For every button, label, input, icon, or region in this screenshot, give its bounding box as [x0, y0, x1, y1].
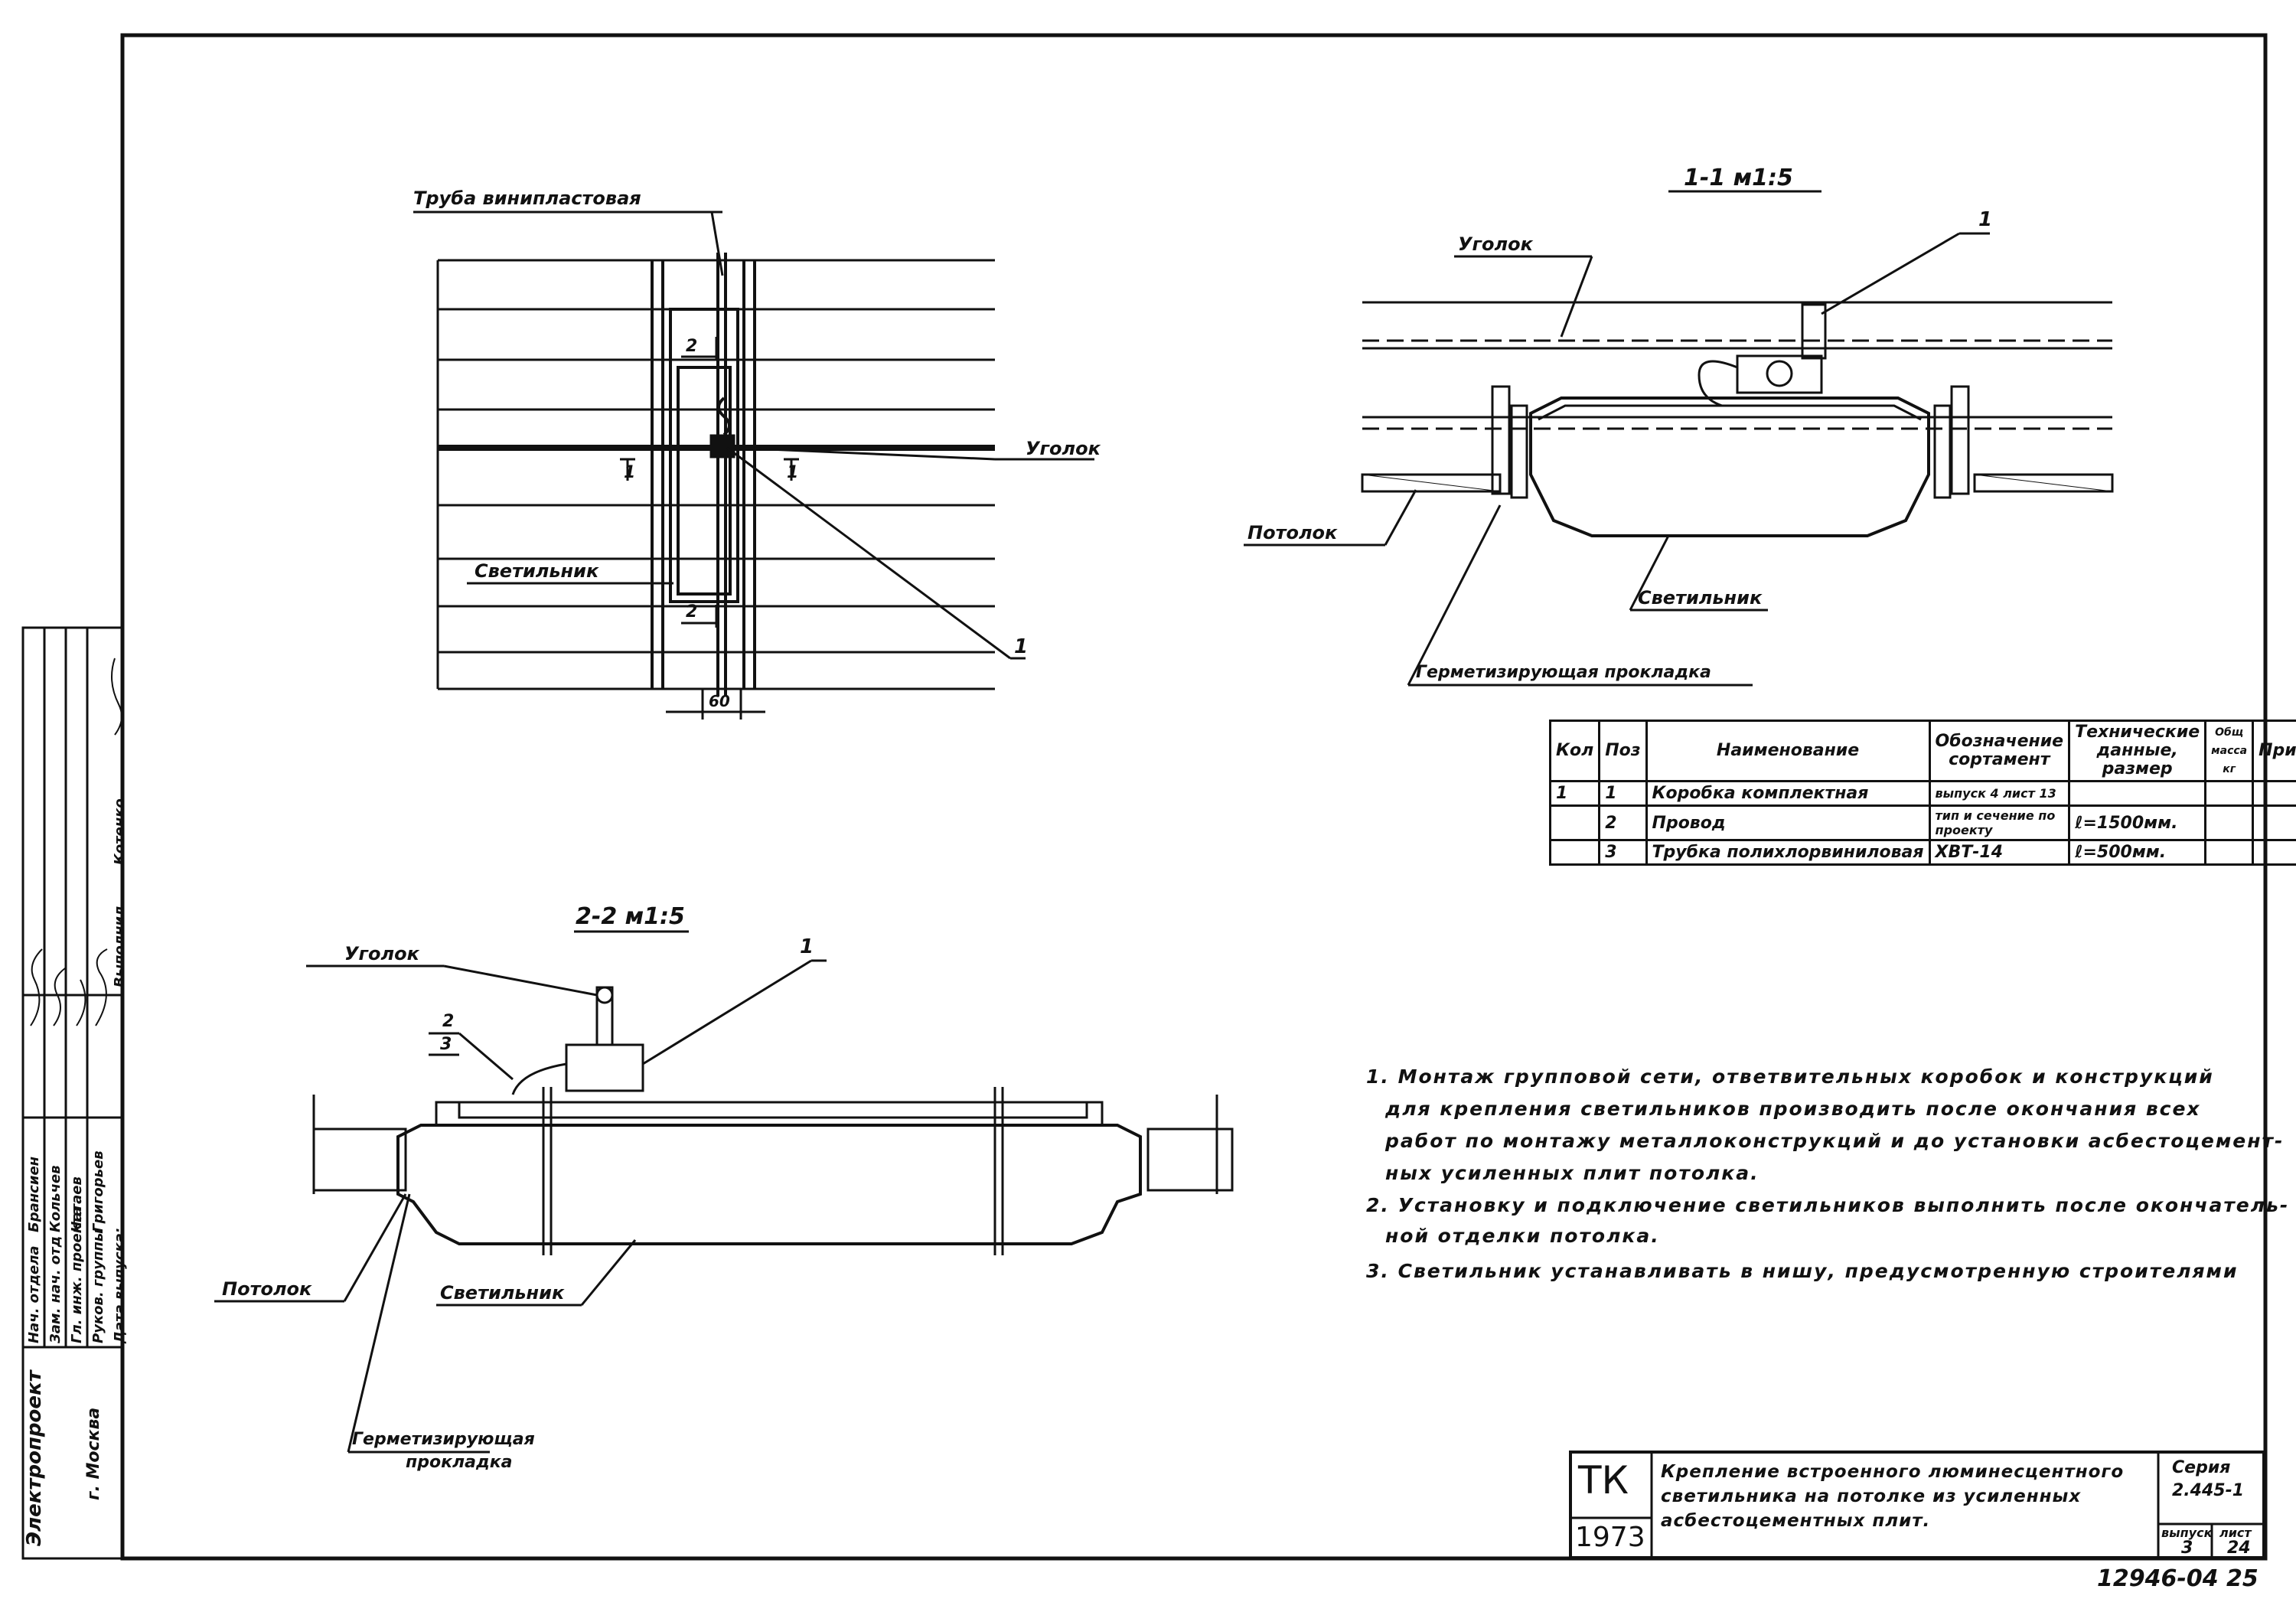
title-code-top: ТК	[1578, 1458, 1629, 1503]
sheet-label: лист	[2219, 1526, 2252, 1540]
note-1-line-1: 1. Монтаж групповой сети, ответвительных…	[1366, 1065, 2214, 1088]
spec-cell-tech	[2068, 780, 2207, 807]
spec-header-mass: Общ масса кг	[2204, 720, 2255, 782]
plan-dimension: 60	[709, 692, 730, 710]
series-value: 2.445-1	[2172, 1481, 2245, 1500]
title-line-2: светильника на потолке из усиленных	[1661, 1486, 2082, 1506]
title-line-3: асбестоцементных плит.	[1661, 1511, 1931, 1531]
spec-header-qty: Кол	[1548, 720, 1601, 782]
section-1-1-lamp-label: Светильник	[1638, 587, 1763, 609]
spec-header-pos: Поз	[1598, 720, 1648, 782]
title-code-year: 1973	[1575, 1522, 1645, 1553]
spec-cell-pos: 1	[1598, 780, 1648, 807]
title-line-1: Крепление встроенного люминесцентного	[1661, 1462, 2125, 1482]
plan-section-mark-2-bottom: 2	[686, 602, 698, 622]
plan-callout-1: 1	[1014, 635, 1029, 658]
note-1-line-4: ных усиленных плит потолка.	[1385, 1162, 1760, 1184]
spec-header-row: Кол Поз Наименование Обозначение сортаме…	[1548, 720, 2296, 782]
left-stamp: Электропроект г. Москва Нач. отдела Зам.…	[23, 628, 128, 1558]
title-block-frame	[1569, 1451, 2265, 1559]
section-2-2-angle-label: Уголок	[344, 943, 419, 964]
spec-cell-tech: ℓ=1500мм.	[2068, 804, 2207, 841]
note-2-line-2: ной отделки потолка.	[1385, 1225, 1660, 1247]
spec-cell-qty: 1	[1548, 780, 1601, 807]
spec-cell-note	[2252, 780, 2296, 807]
plan-pipe-label: Труба винипластовая	[413, 188, 641, 209]
table-row: 3 Трубка полихлорвиниловая ХВТ-14 ℓ=500м…	[1548, 839, 2296, 866]
plan-lamp-label: Светильник	[475, 560, 599, 582]
plan-section-mark-1-left: 1	[624, 463, 636, 482]
stamp-signatures	[30, 658, 122, 1026]
section-2-2-title: 2-2 м1:5	[576, 903, 685, 930]
spec-header-tech: Технические данные, размер	[2068, 720, 2207, 782]
specification-table: Кол Поз Наименование Обозначение сортаме…	[1548, 720, 2296, 866]
spec-cell-note	[2252, 804, 2296, 841]
section-1-1-title: 1-1 м1:5	[1684, 165, 1793, 191]
plan-section-mark-2-top: 2	[686, 337, 698, 356]
spec-cell-qty	[1548, 839, 1601, 866]
section-1-1-ceiling-label: Потолок	[1247, 522, 1338, 543]
note-2-line-1: 2. Установку и подключение светильников …	[1366, 1194, 2290, 1216]
plan-angle-label: Уголок	[1026, 438, 1101, 459]
footer-number: 12946-04 25	[2097, 1565, 2258, 1592]
table-row: 1 1 Коробка комплектная выпуск 4 лист 13	[1548, 780, 2296, 807]
spec-header-name: Наименование	[1645, 720, 1931, 782]
spec-cell-designation: тип и сечение по проекту	[1928, 804, 2071, 841]
spec-cell-mass	[2204, 839, 2255, 866]
section-2-2-ceiling-label: Потолок	[222, 1278, 312, 1300]
spec-cell-designation: ХВТ-14	[1928, 839, 2071, 866]
note-1-line-2: для крепления светильников производить п…	[1385, 1098, 2201, 1120]
spec-cell-tech: ℓ=500мм.	[2068, 839, 2207, 866]
left-stamp-frame	[21, 626, 124, 1560]
section-2-2-gasket-label-2: прокладка	[406, 1453, 513, 1472]
spec-cell-mass	[2204, 780, 2255, 807]
issue-value: 3	[2181, 1539, 2193, 1558]
issue-label: выпуск	[2161, 1526, 2213, 1540]
note-3-line-1: 3. Светильник устанавливать в нишу, пред…	[1366, 1260, 2239, 1282]
section-2-2-drawing	[214, 930, 1234, 1454]
spec-cell-note	[2252, 839, 2296, 866]
note-1-line-3: работ по монтажу металлоконструкций и до…	[1385, 1130, 2285, 1152]
section-1-1-angle-label: Уголок	[1458, 233, 1533, 255]
section-2-2-callout-1: 1	[800, 935, 814, 958]
spec-cell-qty	[1548, 804, 1601, 841]
section-2-2-lamp-label: Светильник	[440, 1282, 565, 1304]
spec-cell-name: Трубка полихлорвиниловая	[1645, 839, 1931, 866]
spec-cell-pos: 2	[1598, 804, 1648, 841]
spec-cell-pos: 3	[1598, 839, 1648, 866]
spec-cell-name: Коробка комплектная	[1645, 780, 1931, 807]
series-label: Серия	[2172, 1458, 2231, 1477]
plan-view	[413, 210, 1094, 720]
section-2-2-gasket-label-1: Герметизирующая	[352, 1430, 535, 1449]
section-1-1-gasket-label: Герметизирующая прокладка	[1416, 663, 1711, 682]
spec-cell-mass	[2204, 804, 2255, 841]
plan-section-mark-1-right: 1	[787, 463, 799, 482]
spec-cell-name: Провод	[1645, 804, 1931, 841]
sheet-value: 24	[2227, 1539, 2251, 1558]
table-row: 2 Провод тип и сечение по проекту ℓ=1500…	[1548, 804, 2296, 841]
spec-cell-designation: выпуск 4 лист 13	[1928, 780, 2071, 807]
section-1-1-drawing	[1244, 190, 2114, 687]
section-2-2-pos-2: 2	[442, 1012, 455, 1031]
spec-header-note: Примеч	[2252, 720, 2296, 782]
spec-header-designation: Обозначение сортамент	[1928, 720, 2071, 782]
section-1-1-callout-1: 1	[1978, 208, 1993, 231]
section-2-2-pos-3: 3	[440, 1035, 452, 1054]
